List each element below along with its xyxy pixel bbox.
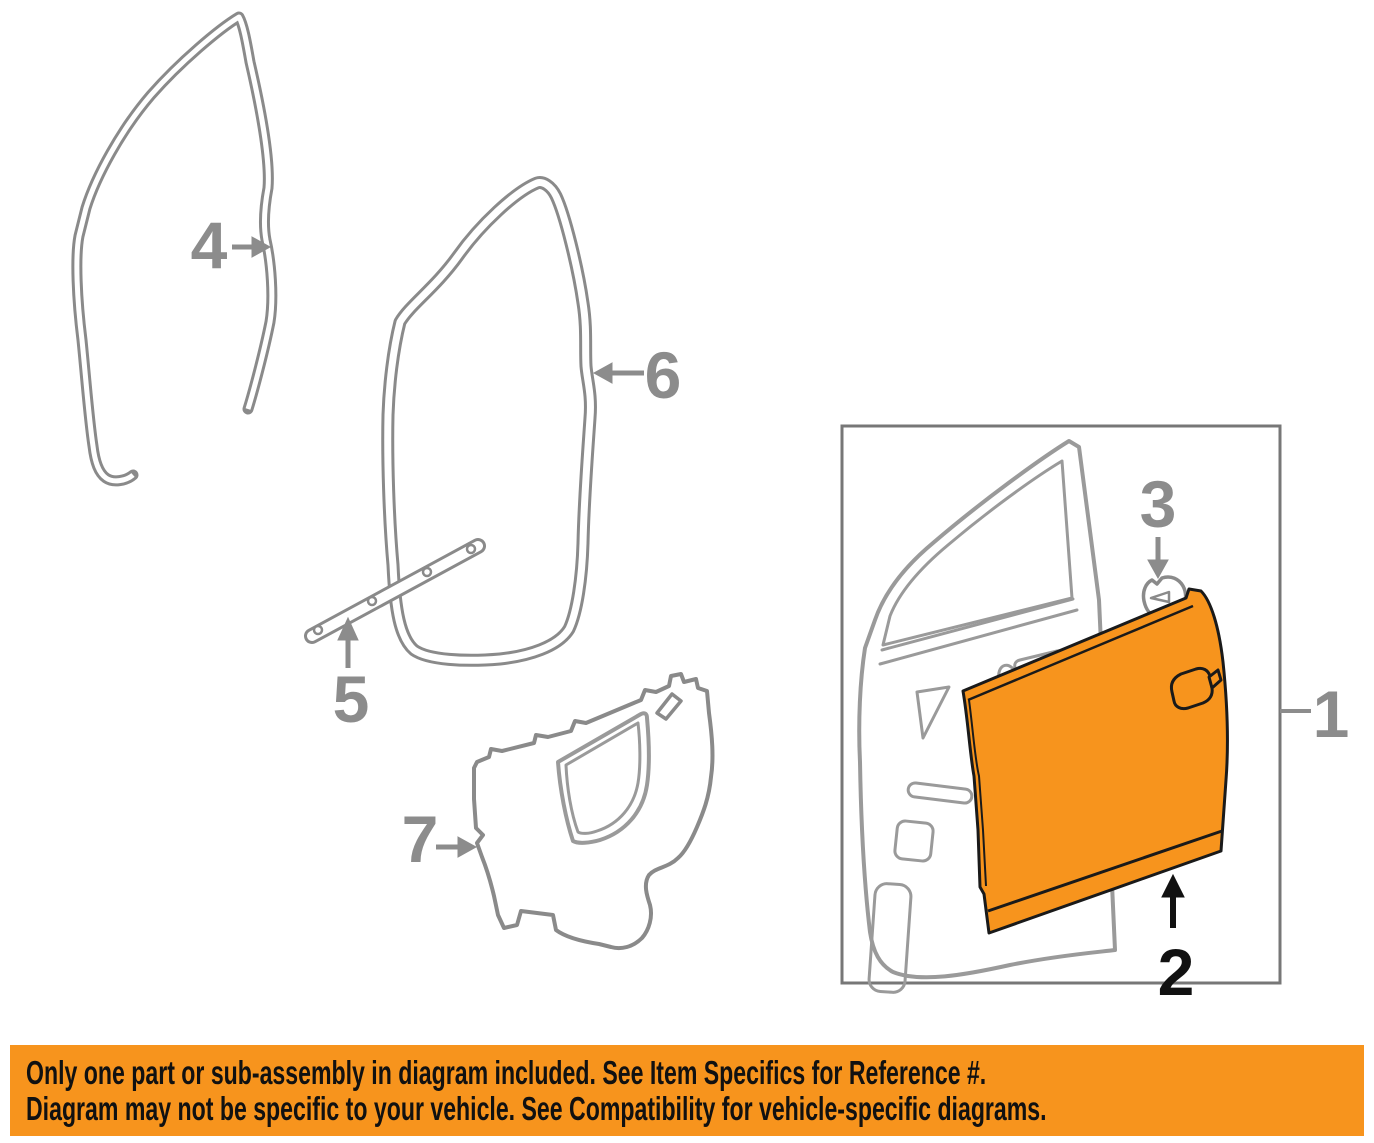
- panel-handle-tab: [1207, 668, 1223, 690]
- door-frame-belt-line-2: [878, 608, 1079, 666]
- retainer-strip-part-5-drawing: [304, 538, 486, 644]
- door-frame-armrest-slot: [906, 781, 974, 805]
- part5-strip-core: [307, 541, 483, 641]
- part7-window-opening-outer: [556, 711, 651, 845]
- door-frame-belt-line: [880, 597, 1075, 652]
- panel-belt-crease: [967, 604, 1194, 702]
- door-outer-panel-part-2-drawing: [961, 587, 1229, 935]
- part7-slot: [655, 692, 683, 721]
- callout-label-5: 5: [333, 662, 370, 736]
- callout-arrow-6: [592, 362, 644, 384]
- callout-arrows: [232, 236, 1311, 928]
- callout-label-1: 1: [1313, 677, 1350, 751]
- callout-label-2: 2: [1158, 935, 1195, 1009]
- callout-arrow-2: [1161, 873, 1185, 928]
- door-frame-pocket-cutout: [867, 882, 913, 994]
- door-frame-small-cutout: [893, 819, 935, 863]
- part5-rivet-hole: [465, 543, 477, 555]
- callout-label-7: 7: [402, 802, 439, 876]
- panel-handle-cutout: [1169, 666, 1214, 711]
- door-frame-mirror-triangle: [915, 685, 951, 740]
- callout-arrow-4: [232, 236, 272, 258]
- callout-arrow-7: [436, 836, 478, 858]
- part6-tube-outline: [381, 176, 597, 667]
- callout-label-6: 6: [645, 338, 682, 412]
- disclaimer-line-1: Only one part or sub-assembly in diagram…: [26, 1053, 987, 1091]
- callout-labels: 4 6 5 7 3 1 2: [191, 208, 1350, 1009]
- disclaimer-banner: Only one part or sub-assembly in diagram…: [10, 1045, 1364, 1136]
- part5-rivet-hole: [366, 595, 378, 607]
- door-seal-part-6-drawing: [381, 176, 597, 667]
- panel-lower-crease: [987, 829, 1223, 913]
- callout-label-3: 3: [1140, 467, 1177, 541]
- callout-label-4: 4: [191, 208, 228, 282]
- disclaimer-line-2: Diagram may not be specific to your vehi…: [26, 1089, 1047, 1127]
- panel-left-hem: [968, 699, 987, 887]
- part3-clip-detail: [1149, 590, 1171, 604]
- callout-arrow-3: [1147, 537, 1169, 580]
- inset-box: [840, 424, 1282, 994]
- door-frame-shell: [857, 439, 1117, 980]
- part7-outline: [472, 672, 715, 951]
- callout-arrow-5: [337, 616, 359, 668]
- part7-window-opening-inner: [564, 721, 642, 835]
- part6-tube-core: [384, 179, 594, 664]
- door-frame-window-inner: [881, 459, 1074, 647]
- part5-rivet-hole: [312, 624, 324, 636]
- water-deflector-part-7-drawing: [472, 672, 715, 951]
- part5-rivet-hole: [421, 566, 433, 578]
